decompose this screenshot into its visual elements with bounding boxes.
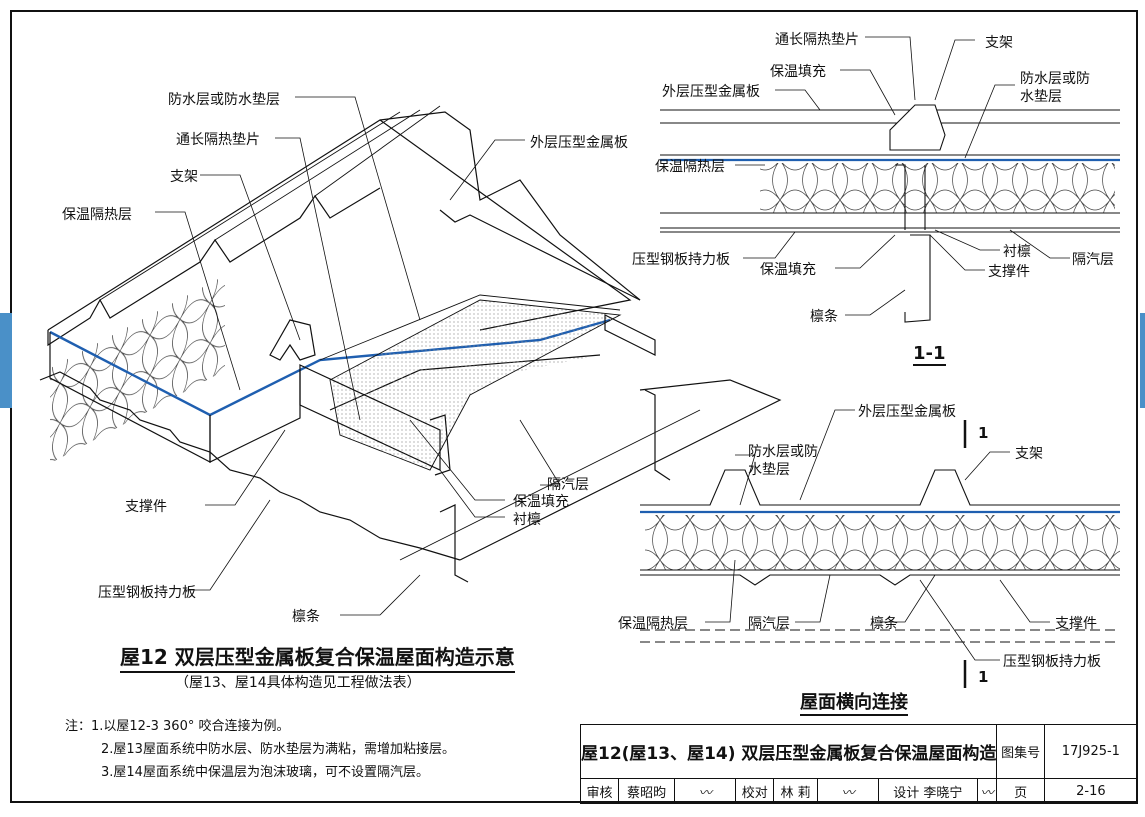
notes: 注：1.以屋12-3 360° 咬合连接为例。 2.屋13屋面系统中防水层、防水…: [65, 715, 455, 784]
s11-label-outer-panel: 外层压型金属板: [662, 84, 760, 100]
tb-review-label: 审核: [580, 778, 619, 804]
tb-atlas-label: 图集号: [996, 724, 1045, 779]
tb-design-cell: 设计 李晓宁: [878, 778, 978, 804]
tr-label-purlin: 檩条: [870, 616, 898, 632]
tr-label-bracket: 支架: [1015, 446, 1043, 462]
label-insulation: 保温隔热层: [62, 207, 132, 223]
main-title: 屋12 双层压型金属板复合保温屋面构造示意: [120, 641, 515, 673]
note-2: 2.屋13屋面系统中防水层、防水垫层为满粘，需增加粘接层。: [101, 742, 455, 757]
tr-marker-bottom: 1: [978, 668, 989, 686]
label-purlin: 檩条: [292, 609, 320, 625]
label-vapor: 隔汽层: [547, 477, 589, 493]
tb-page-no: 2-16: [1043, 778, 1139, 804]
tr-label-outer-panel: 外层压型金属板: [858, 404, 956, 420]
label-support: 支撑件: [125, 499, 167, 515]
label-outer-panel: 外层压型金属板: [530, 135, 628, 151]
main-subtitle: （屋13、屋14具体构造见工程做法表）: [175, 675, 421, 691]
side-tab-right: [1140, 313, 1145, 408]
tb-check-label: 校对: [735, 778, 775, 804]
tr-label-support: 支撑件: [1055, 616, 1097, 632]
s11-label-vapor: 隔汽层: [1072, 252, 1114, 268]
tr-label-vapor: 隔汽层: [748, 616, 790, 632]
s11-label-waterproof-1: 防水层或防: [1020, 71, 1090, 87]
s11-label-fill-bottom: 保温填充: [760, 262, 816, 278]
tb-page-label: 页: [996, 778, 1045, 804]
tb-design-label: 设计: [893, 785, 920, 801]
tr-label-waterproof-1: 防水层或防: [748, 444, 818, 460]
title-block: 屋12(屋13、屋14) 双层压型金属板复合保温屋面构造 图集号 17J925-…: [579, 724, 1139, 804]
s11-label-fill-top: 保温填充: [770, 64, 826, 80]
s11-label-deck: 压型钢板持力板: [632, 252, 730, 268]
s11-label-liner: 衬檩: [1003, 244, 1031, 260]
side-tab: [0, 313, 12, 408]
label-fill: 保温填充: [513, 494, 569, 510]
tb-designer-signature: 〰: [976, 778, 998, 804]
label-liner: 衬檩: [513, 512, 541, 528]
note-3: 3.屋14屋面系统中保温层为泡沫玻璃，可不设置隔汽层。: [101, 765, 429, 780]
tr-label-deck: 压型钢板持力板: [1003, 654, 1101, 670]
s11-label-insulation: 保温隔热层: [655, 159, 725, 175]
note-1: 注：1.以屋12-3 360° 咬合连接为例。: [65, 719, 290, 734]
tr-marker-top: 1: [978, 424, 989, 442]
tb-reviewer-signature: 〰: [674, 778, 737, 804]
tb-designer: 李晓宁: [923, 785, 963, 801]
label-deck: 压型钢板持力板: [98, 585, 196, 601]
tb-drawing-name: 屋12(屋13、屋14) 双层压型金属板复合保温屋面构造: [579, 724, 998, 779]
s11-label-support: 支撑件: [988, 264, 1030, 280]
label-waterproof: 防水层或防水垫层: [168, 92, 280, 108]
tr-label-waterproof-2: 水垫层: [748, 462, 790, 478]
s11-label-waterproof-2: 水垫层: [1020, 89, 1062, 105]
transverse-title: 屋面横向连接: [800, 688, 908, 716]
label-bracket: 支架: [170, 169, 198, 185]
s11-label-bracket: 支架: [985, 35, 1013, 51]
tb-checker-signature: 〰: [817, 778, 880, 804]
tb-checker: 林 莉: [773, 778, 819, 804]
s11-label-purlin: 檩条: [810, 309, 838, 325]
tb-reviewer: 蔡昭昀: [617, 778, 676, 804]
tb-atlas-no: 17J925-1: [1043, 724, 1139, 779]
label-insulation-pad: 通长隔热垫片: [176, 132, 260, 148]
section-1-1-title: 1-1: [913, 343, 946, 366]
s11-label-insulation-pad: 通长隔热垫片: [775, 32, 859, 48]
tr-label-insulation: 保温隔热层: [618, 616, 688, 632]
